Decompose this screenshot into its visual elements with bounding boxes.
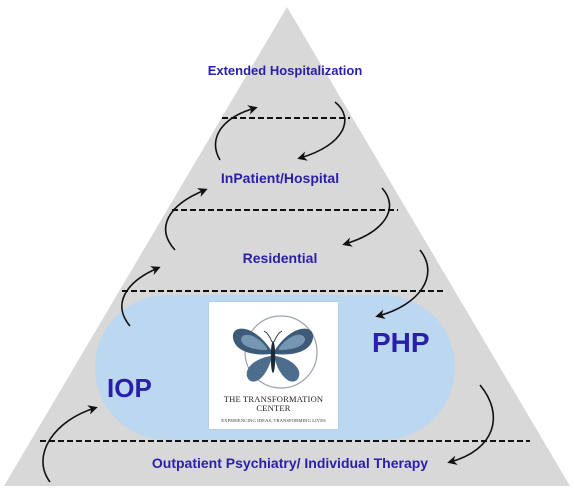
logo-title-line1: The Transformation [223,394,324,404]
butterfly-logo-icon [232,315,318,389]
level-residential: Residential [242,250,318,266]
logo-title: The Transformation Center [209,395,338,413]
curved-arrow-icon [447,384,495,465]
curved-arrow-icon [214,105,258,161]
curved-arrow-icon [297,101,346,161]
transformation-center-logo: The Transformation Center Experiencing I… [209,302,338,429]
curved-arrow-icon [42,405,98,483]
logo-title-line2: Center [256,402,291,413]
level-iop: IOP [107,373,152,403]
curved-arrow-icon [342,187,391,247]
level-inpatient-hospital: InPatient/Hospital [220,170,340,186]
curved-arrow-icon [164,188,208,251]
level-extended-hospitalization: Extended Hospitalization [207,63,363,78]
curved-arrow-icon [375,249,429,319]
level-outpatient: Outpatient Psychiatry/ Individual Therap… [151,455,429,471]
level-php: PHP [372,327,430,358]
curved-arrow-icon [121,266,161,327]
logo-tagline: Experiencing Ideas, Transforming Lives [221,418,326,423]
